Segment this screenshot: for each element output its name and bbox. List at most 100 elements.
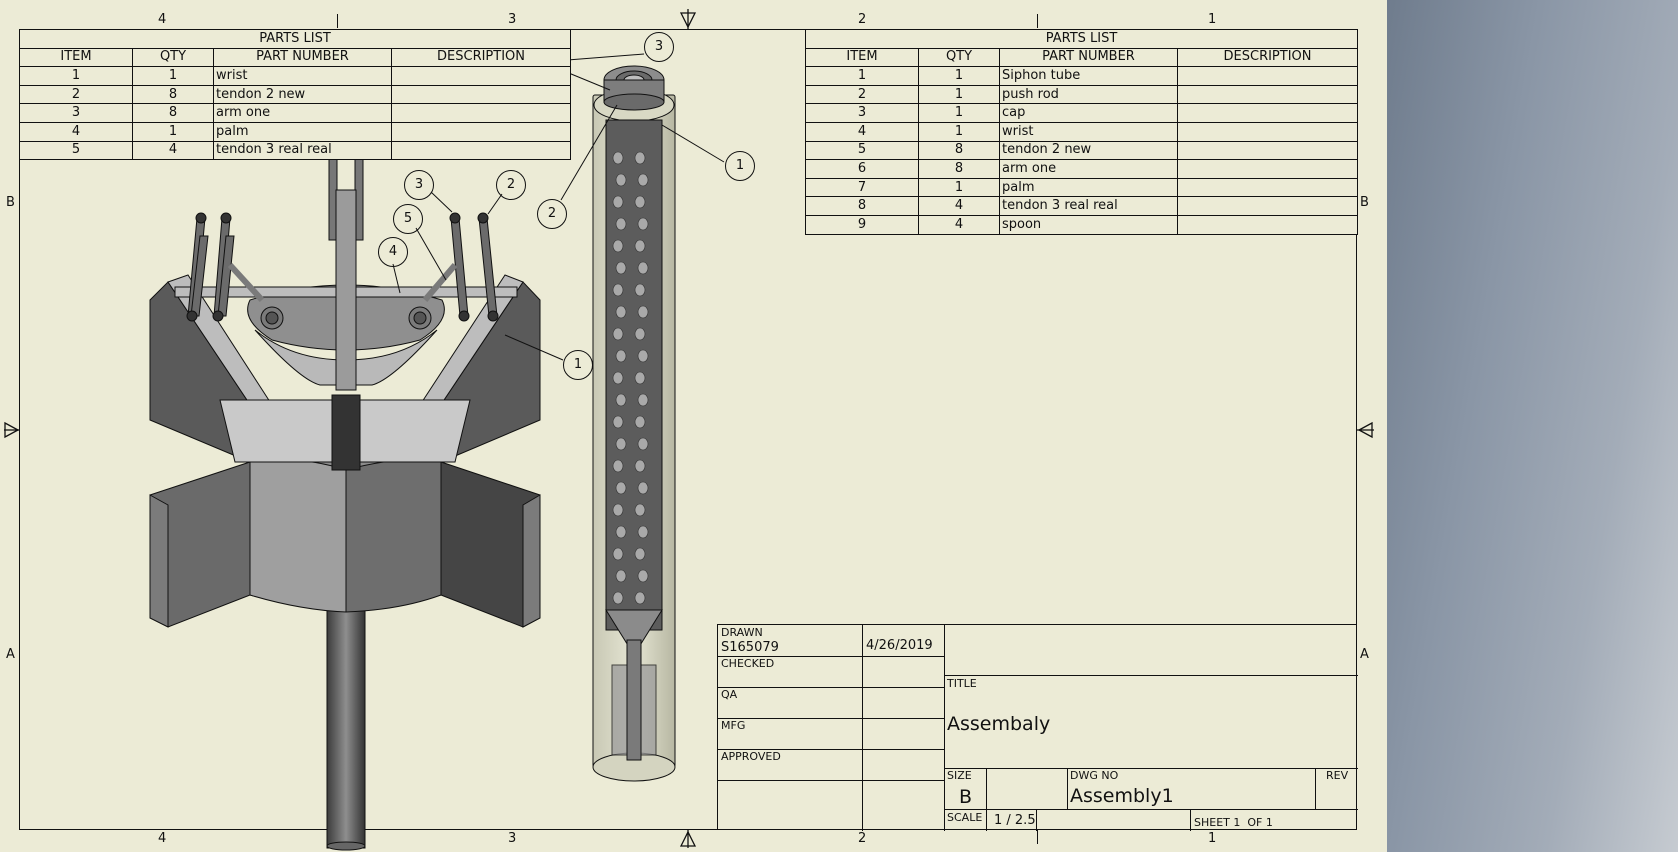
item-cell: 3 (805, 103, 919, 123)
col-header-description: DESCRIPTION (390, 47, 572, 68)
qty-cell: 8 (918, 159, 1000, 179)
zone-col-bottom-1: 1 (1208, 831, 1217, 846)
part-number-cell: cap (999, 103, 1178, 123)
part-number-cell: tendon 2 new (213, 84, 392, 105)
part-number-cell: palm (213, 121, 392, 142)
item-cell: 4 (805, 121, 919, 142)
item-cell: 1 (805, 66, 919, 86)
description-cell (1176, 121, 1359, 142)
scale-value: 1 / 2.5 (994, 813, 1036, 828)
item-cell: 4 (19, 121, 133, 142)
zone-col-top-1: 1 (1208, 12, 1217, 27)
col-header-item: ITEM (19, 47, 133, 68)
part-number-cell: Siphon tube (999, 66, 1178, 86)
balloon-tube-3: 3 (644, 32, 674, 62)
part-number-cell: tendon 3 real real (213, 140, 392, 161)
description-cell (390, 84, 572, 105)
part-number-cell: push rod (999, 84, 1178, 105)
drawn-label: DRAWN (721, 626, 763, 639)
description-cell (1176, 66, 1359, 86)
drawn-by: S165079 (721, 640, 779, 655)
siphon-tube-view (592, 65, 676, 782)
zone-row-left-a: A (6, 647, 15, 662)
qty-cell: 1 (132, 121, 214, 142)
zone-col-top-2: 2 (858, 12, 867, 27)
zone-col-top-3: 3 (508, 12, 517, 27)
description-cell (1176, 214, 1359, 235)
description-cell (1176, 140, 1359, 161)
qty-cell: 1 (132, 66, 214, 86)
col-header-item: ITEM (805, 47, 919, 68)
qa-label: QA (721, 688, 738, 701)
zone-col-top-4: 4 (158, 12, 167, 27)
item-cell: 1 (19, 66, 133, 86)
mfg-label: MFG (721, 719, 746, 732)
zone-row-right-a: A (1360, 647, 1369, 662)
graphics-window-background[interactable] (1387, 0, 1678, 852)
sheet-number: SHEET 1 OF 1 (1194, 816, 1273, 829)
part-number-cell: arm one (213, 103, 392, 123)
description-cell (1176, 159, 1359, 179)
part-number-cell: tendon 2 new (999, 140, 1178, 161)
qty-cell: 8 (132, 84, 214, 105)
qty-cell: 1 (918, 103, 1000, 123)
description-cell (390, 66, 572, 86)
balloon-tube-2: 2 (537, 199, 567, 229)
zone-col-bottom-3: 3 (508, 831, 517, 846)
qty-cell: 1 (918, 66, 1000, 86)
description-cell (390, 121, 572, 142)
qty-cell: 1 (918, 121, 1000, 142)
part-number-cell: arm one (999, 159, 1178, 179)
zone-tick (1037, 14, 1038, 28)
col-header-part-number: PART NUMBER (999, 47, 1178, 68)
title-block[interactable]: DRAWN S165079 4/26/2019 CHECKED QA MFG A… (717, 624, 1358, 831)
balloon-left-2: 2 (496, 170, 526, 200)
qty-cell: 8 (918, 140, 1000, 161)
item-cell: 7 (805, 177, 919, 198)
part-number-cell: wrist (999, 121, 1178, 142)
description-cell (1176, 177, 1359, 198)
zone-tick (1037, 830, 1038, 844)
balloon-left-5: 5 (393, 204, 423, 234)
center-mark-bottom (679, 830, 697, 848)
parts-list-right[interactable]: PARTS LIST ITEM QTY PART NUMBER DESCRIPT… (804, 29, 1359, 235)
zone-col-bottom-4: 4 (158, 831, 167, 846)
description-cell (1176, 84, 1359, 105)
zone-row-left-b: B (6, 195, 15, 210)
balloon-left-1: 1 (563, 350, 593, 380)
item-cell: 6 (805, 159, 919, 179)
center-mark-top (679, 9, 697, 29)
item-cell: 9 (805, 214, 919, 235)
balloon-left-3: 3 (404, 170, 434, 200)
parts-list-left[interactable]: PARTS LIST ITEM QTY PART NUMBER DESCRIPT… (18, 29, 572, 161)
parts-list-caption: PARTS LIST (18, 29, 572, 49)
item-cell: 2 (805, 84, 919, 105)
drawing-border (19, 29, 1357, 830)
title-label: TITLE (947, 677, 977, 690)
scale-label: SCALE (947, 811, 983, 824)
center-mark-left (4, 421, 20, 439)
qty-cell: 8 (132, 103, 214, 123)
drawing-title: Assembaly (947, 713, 1051, 735)
approved-label: APPROVED (721, 750, 781, 763)
drawing-sheet[interactable]: 4 3 2 1 4 3 2 1 B A B A (0, 0, 1387, 852)
item-cell: 3 (19, 103, 133, 123)
col-header-qty: QTY (132, 47, 214, 68)
item-cell: 8 (805, 196, 919, 216)
checked-label: CHECKED (721, 657, 775, 670)
description-cell (1176, 196, 1359, 216)
